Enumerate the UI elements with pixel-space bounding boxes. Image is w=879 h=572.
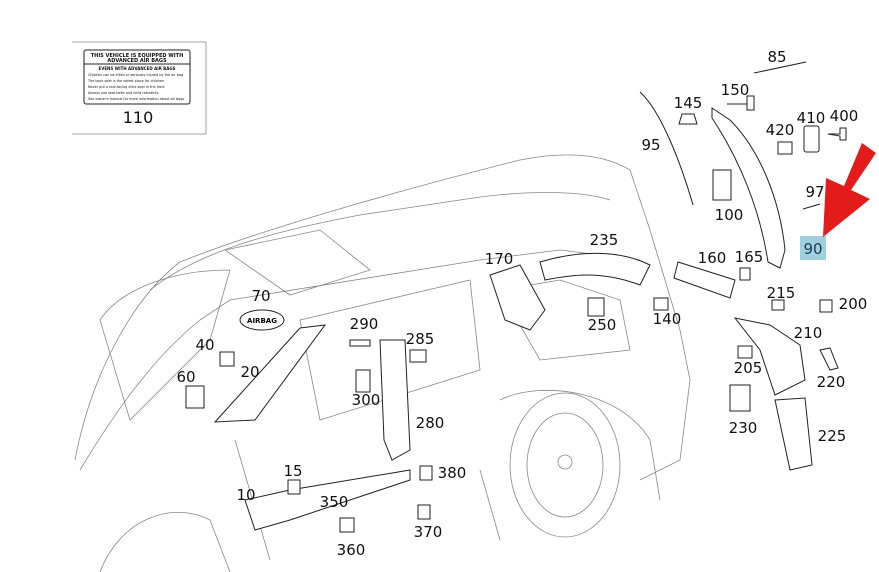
- part-label-97: 97: [805, 183, 824, 201]
- sticker-title-2: ADVANCED AIR BAGS: [107, 58, 167, 64]
- part-label-360: 360: [337, 541, 366, 559]
- part-290: [349, 339, 371, 347]
- sticker-bullet: Never put a rear-facing child seat in th…: [88, 85, 165, 89]
- part-labels: 85 150 145 410 400 420 95 97 100 90 235 …: [176, 48, 876, 559]
- part-label-150: 150: [721, 81, 750, 99]
- part-label-410: 410: [797, 109, 826, 127]
- part-label-225: 225: [818, 427, 847, 445]
- part-label-370: 370: [414, 523, 443, 541]
- part-145: [678, 113, 698, 125]
- part-label-350: 350: [320, 493, 349, 511]
- part-97: [802, 203, 821, 210]
- part-300: [355, 369, 371, 393]
- part-label-110: 110: [123, 108, 154, 127]
- part-label-235: 235: [590, 231, 619, 249]
- part-label-220: 220: [817, 373, 846, 391]
- part-label-140: 140: [653, 310, 682, 328]
- part-215: [771, 299, 785, 311]
- part-label-250: 250: [588, 316, 617, 334]
- windshield: [99, 269, 231, 421]
- part-380: [419, 465, 433, 481]
- airbag-badge-text: AIRBAG: [247, 317, 277, 325]
- part-label-400: 400: [830, 107, 859, 125]
- front-wheel-arch: [99, 512, 231, 572]
- part-label-380: 380: [438, 464, 467, 482]
- part-label-290: 290: [350, 315, 379, 333]
- part-label-70: 70: [251, 287, 270, 305]
- part-label-100: 100: [715, 206, 744, 224]
- sticker-bullet: Children can be killed or seriously inju…: [88, 73, 183, 77]
- part-95: [639, 91, 694, 206]
- quarter-window: [499, 279, 631, 361]
- part-label-210: 210: [794, 324, 823, 342]
- part-210: [733, 317, 806, 396]
- rear-wheel: [509, 392, 621, 538]
- part-165: [739, 267, 751, 281]
- highlight-box: [800, 236, 826, 260]
- part-225: [774, 397, 813, 471]
- part-400: [827, 127, 847, 141]
- part-205: [737, 345, 753, 359]
- warning-label-part[interactable]: THIS VEHICLE IS EQUIPPED WITH ADVANCED A…: [72, 41, 207, 135]
- part-40: [219, 351, 235, 367]
- part-100: [712, 169, 732, 201]
- part-label-205: 205: [734, 359, 763, 377]
- part-410: [803, 125, 820, 153]
- part-200: [819, 299, 833, 313]
- part-230: [729, 384, 751, 412]
- part-220: [819, 347, 839, 371]
- part-label-10: 10: [236, 486, 255, 504]
- label-frame: [72, 41, 207, 135]
- part-285: [409, 349, 427, 363]
- part-label-60: 60: [176, 368, 195, 386]
- part-label-90-highlighted[interactable]: 90: [803, 240, 822, 258]
- part-label-165: 165: [735, 248, 764, 266]
- part-170: [489, 264, 546, 331]
- part-label-20: 20: [240, 363, 259, 381]
- part-420: [777, 141, 793, 155]
- part-label-160: 160: [698, 249, 727, 267]
- part-150: [727, 95, 755, 111]
- part-20: [213, 324, 327, 423]
- part-90: [711, 107, 786, 269]
- part-160: [673, 261, 736, 299]
- part-label-15: 15: [283, 462, 302, 480]
- parts: AIRBAG: [185, 61, 847, 533]
- part-label-230: 230: [729, 419, 758, 437]
- part-label-40: 40: [195, 336, 214, 354]
- part-label-170: 170: [485, 250, 514, 268]
- part-85: [753, 61, 807, 74]
- sunroof: [224, 229, 371, 296]
- part-label-95: 95: [641, 136, 660, 154]
- sticker-bullet: Always use seat belts and child restrain…: [88, 91, 159, 95]
- sticker-subtitle: EVENS WITH ADVANCED AIR BAGS: [99, 66, 176, 71]
- part-360: [339, 517, 355, 533]
- part-label-85: 85: [767, 48, 786, 66]
- part-label-285: 285: [406, 330, 435, 348]
- sticker-bullet: The back seat is the safest place for ch…: [87, 79, 164, 83]
- part-250: [587, 297, 605, 317]
- part-label-420: 420: [766, 121, 795, 139]
- part-280: [379, 339, 411, 461]
- part-235: [539, 252, 651, 286]
- part-label-145: 145: [674, 94, 703, 112]
- part-140: [653, 297, 669, 311]
- sticker-bullet: See owner's manual for more information …: [88, 97, 184, 101]
- rear-door-window: [299, 279, 481, 421]
- part-370: [417, 504, 431, 520]
- part-60: [185, 385, 205, 409]
- part-70: [239, 309, 285, 331]
- red-arrow-icon: [823, 143, 876, 237]
- part-label-280: 280: [416, 414, 445, 432]
- sticker-title-1: THIS VEHICLE IS EQUIPPED WITH: [91, 53, 184, 59]
- part-15: [287, 479, 301, 495]
- part-label-215: 215: [767, 284, 796, 302]
- part-label-300: 300: [352, 391, 381, 409]
- part-label-200: 200: [839, 295, 868, 313]
